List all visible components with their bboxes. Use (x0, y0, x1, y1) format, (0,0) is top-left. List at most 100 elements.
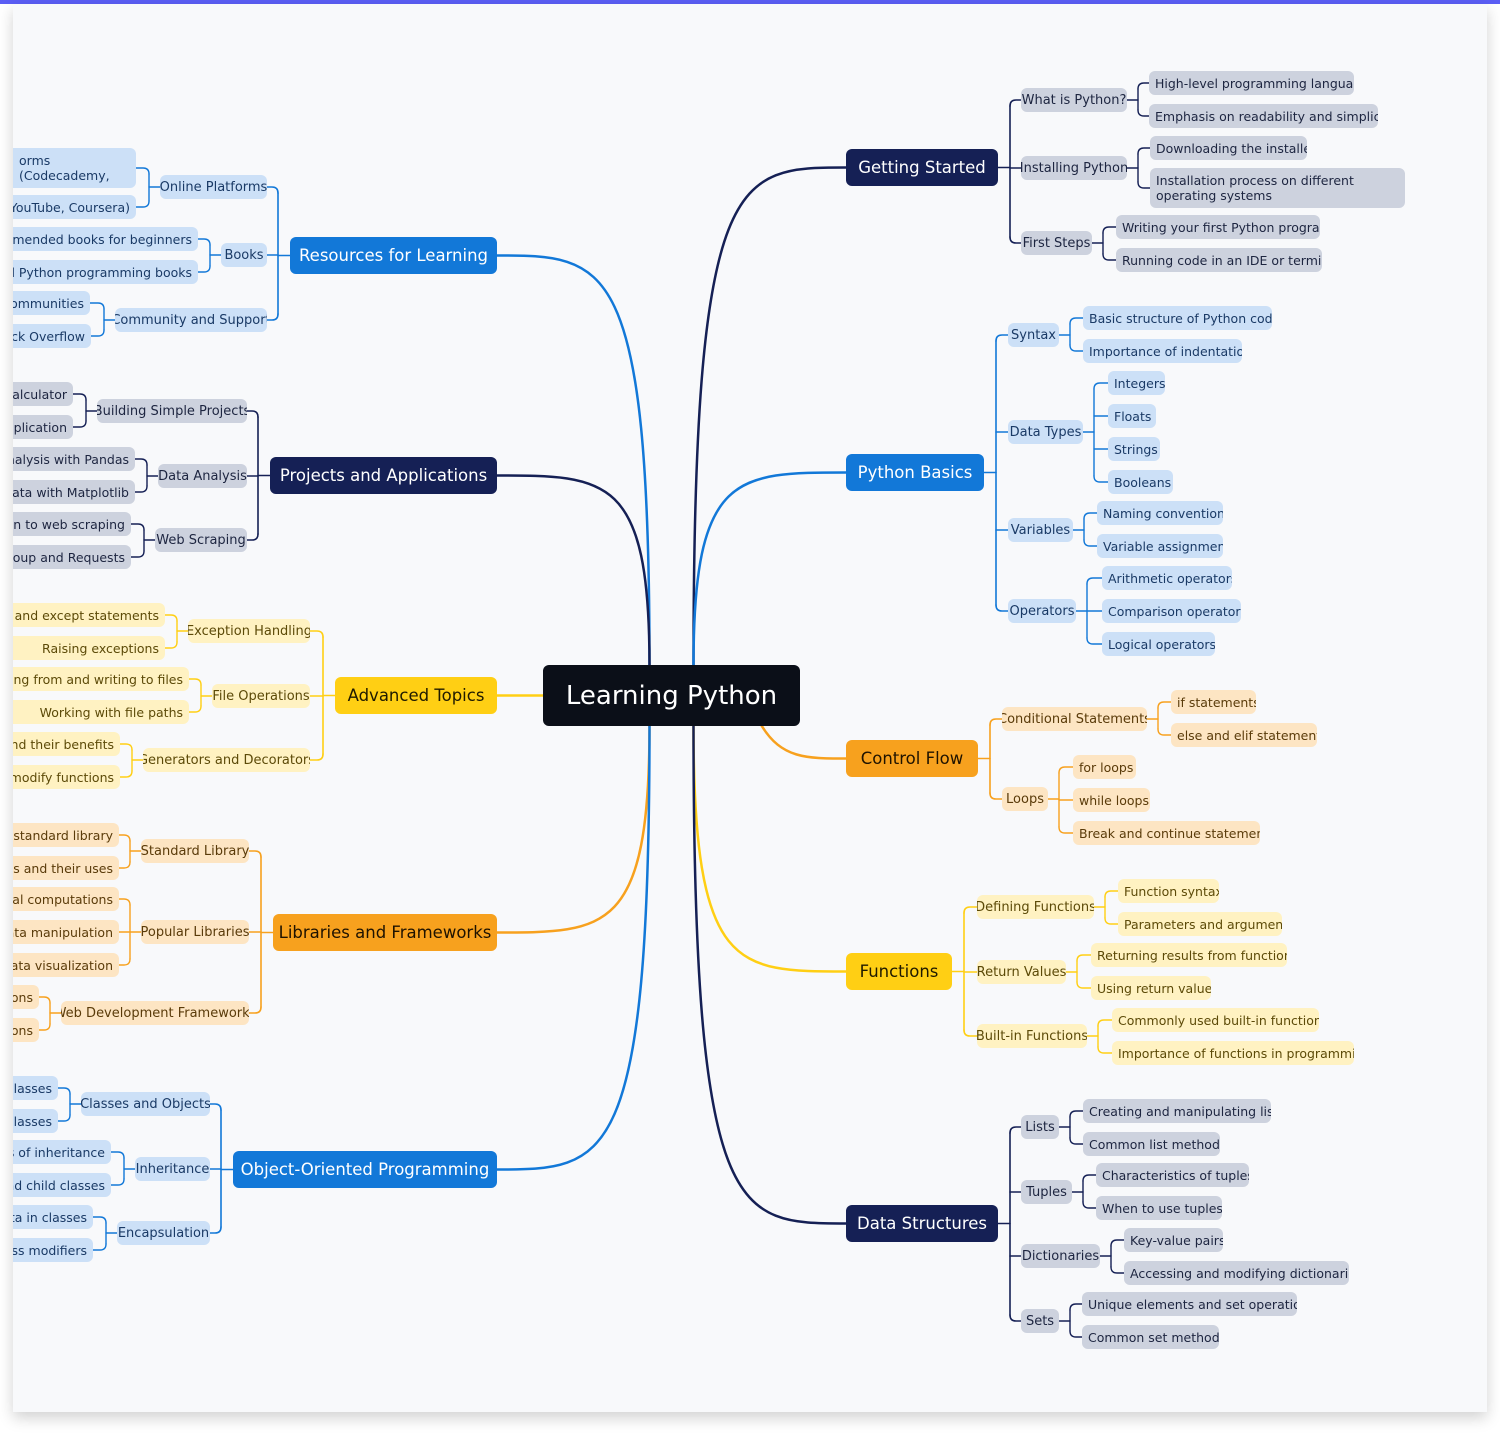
subtopic-tuples[interactable]: Tuples (1021, 1180, 1072, 1204)
branch-advanced-topics[interactable]: Advanced Topics (335, 677, 497, 714)
subtopic-installing-python[interactable]: Installing Python (1021, 156, 1127, 180)
leaf-else-and-elif-statements[interactable]: else and elif statements (1171, 723, 1317, 747)
subtopic-exception-handling[interactable]: Exception Handling (188, 619, 310, 643)
leaf-common-list-methods[interactable]: Common list methods (1083, 1132, 1220, 1156)
leaf-soup-and-requests[interactable]: Soup and Requests (13, 545, 131, 569)
leaf-classes[interactable]: classes (13, 1076, 58, 1100)
subtopic-web-scraping[interactable]: Web Scraping (155, 528, 247, 552)
subtopic-classes-and-objects[interactable]: Classes and Objects (81, 1092, 210, 1116)
leaf-writing-your-first-python-program[interactable]: Writing your first Python program (1116, 215, 1320, 239)
leaf-cal-computations[interactable]: cal computations (13, 887, 119, 911)
leaf-booleans[interactable]: Booleans (1108, 470, 1173, 494)
branch-functions[interactable]: Functions (846, 953, 952, 990)
subtopic-what-is-python[interactable]: What is Python? (1021, 88, 1127, 112)
leaf-running-code-in-an-ide-or-terminal[interactable]: Running code in an IDE or terminal (1116, 248, 1322, 272)
leaf-communities[interactable]: communities (13, 291, 90, 315)
leaf-ess-modifiers[interactable]: ess modifiers (13, 1238, 93, 1262)
branch-getting-started[interactable]: Getting Started (846, 149, 998, 186)
leaf-break-and-continue-statements[interactable]: Break and continue statements (1073, 821, 1260, 845)
leaf-variable-assignment[interactable]: Variable assignment (1097, 534, 1223, 558)
leaf-logical-operators[interactable]: Logical operators (1102, 632, 1215, 656)
subtopic-syntax[interactable]: Syntax (1008, 323, 1059, 347)
branch-libraries-and-frameworks[interactable]: Libraries and Frameworks (273, 914, 497, 951)
subtopic-inheritance[interactable]: Inheritance (135, 1157, 210, 1181)
leaf-floats[interactable]: Floats (1108, 404, 1156, 428)
leaf-returning-results-from-functions[interactable]: Returning results from functions (1091, 943, 1287, 967)
leaf-installation-process-on-different-operating-systems[interactable]: Installation process on different operat… (1150, 168, 1405, 208)
leaf-ommended-books-for-beginners[interactable]: ommended books for beginners (13, 227, 198, 251)
leaf-youtube-coursera[interactable]: (YouTube, Coursera) (13, 195, 136, 219)
leaf-unique-elements-and-set-operations[interactable]: Unique elements and set operations (1082, 1292, 1297, 1316)
leaf-ts-of-inheritance[interactable]: ts of inheritance (13, 1140, 111, 1164)
leaf-les-and-their-uses[interactable]: les and their uses (13, 856, 119, 880)
leaf-creating-and-manipulating-lists[interactable]: Creating and manipulating lists (1083, 1099, 1271, 1123)
leaf-basic-structure-of-python-code[interactable]: Basic structure of Python code (1083, 306, 1272, 330)
branch-resources-for-learning[interactable]: Resources for Learning (290, 237, 497, 274)
leaf-while-loops[interactable]: while loops (1073, 788, 1150, 812)
leaf-nd-child-classes[interactable]: nd child classes (13, 1173, 111, 1197)
branch-control-flow[interactable]: Control Flow (846, 740, 978, 777)
leaf-ced-python-programming-books[interactable]: ced Python programming books (13, 260, 198, 284)
leaf-comparison-operators[interactable]: Comparison operators (1102, 599, 1241, 623)
subtopic-sets[interactable]: Sets (1021, 1309, 1059, 1333)
mindmap-canvas[interactable]: Learning Python Getting Started What is P… (13, 4, 1487, 1412)
leaf-importance-of-functions-in-programming[interactable]: Importance of functions in programming (1112, 1041, 1354, 1065)
leaf-ons[interactable]: ons (13, 1018, 39, 1042)
subtopic-defining-functions[interactable]: Defining Functions (977, 895, 1094, 919)
leaf-for-loops[interactable]: for loops (1073, 755, 1136, 779)
leaf-parameters-and-arguments[interactable]: Parameters and arguments (1118, 912, 1282, 936)
leaf-ata-in-classes[interactable]: ata in classes (13, 1205, 93, 1229)
leaf-data-manipulation[interactable]: data manipulation (13, 920, 119, 944)
leaf-key-value-pairs[interactable]: Key-value pairs (1124, 1228, 1223, 1252)
leaf-orms-codecademy[interactable]: orms (Codecademy, (13, 148, 136, 188)
leaf-ading-from-and-writing-to-files[interactable]: ading from and writing to files (13, 667, 189, 691)
subtopic-books[interactable]: Books (221, 243, 267, 267)
leaf-pplication[interactable]: pplication (13, 415, 73, 439)
leaf-and-their-benefits[interactable]: and their benefits (13, 732, 120, 756)
leaf-n-standard-library[interactable]: n standard library (13, 823, 119, 847)
leaf-high-level-programming-language[interactable]: High-level programming language (1149, 71, 1354, 95)
root-node[interactable]: Learning Python (543, 665, 800, 726)
leaf-integers[interactable]: Integers (1108, 371, 1165, 395)
subtopic-variables[interactable]: Variables (1008, 518, 1073, 542)
subtopic-lists[interactable]: Lists (1021, 1115, 1059, 1139)
subtopic-return-values[interactable]: Return Values (977, 960, 1066, 984)
leaf-commonly-used-built-in-functions[interactable]: Commonly used built-in functions (1112, 1008, 1319, 1032)
subtopic-built-in-functions[interactable]: Built-in Functions (977, 1024, 1087, 1048)
leaf-raising-exceptions[interactable]: Raising exceptions (13, 636, 165, 660)
leaf-classes[interactable]: classes (13, 1109, 58, 1133)
leaf-arithmetic-operators[interactable]: Arithmetic operators (1102, 566, 1232, 590)
leaf-downloading-the-installer[interactable]: Downloading the installer (1150, 136, 1307, 160)
leaf-ons[interactable]: ons (13, 985, 39, 1009)
leaf-naming-conventions[interactable]: Naming conventions (1097, 501, 1223, 525)
subtopic-generators-and-decorators[interactable]: Generators and Decorators (143, 748, 310, 772)
subtopic-first-steps[interactable]: First Steps (1021, 231, 1092, 255)
branch-projects-and-applications[interactable]: Projects and Applications (270, 457, 497, 494)
leaf-characteristics-of-tuples[interactable]: Characteristics of tuples (1096, 1163, 1249, 1187)
leaf-emphasis-on-readability-and-simplicity[interactable]: Emphasis on readability and simplicity (1149, 104, 1378, 128)
subtopic-online-platforms[interactable]: Online Platforms (160, 175, 267, 199)
leaf-accessing-and-modifying-dictionaries[interactable]: Accessing and modifying dictionaries (1124, 1261, 1349, 1285)
subtopic-data-types[interactable]: Data Types (1008, 420, 1083, 444)
leaf-alculator[interactable]: alculator (13, 382, 73, 406)
leaf-function-syntax[interactable]: Function syntax (1118, 879, 1219, 903)
leaf-common-set-methods[interactable]: Common set methods (1082, 1325, 1219, 1349)
leaf-when-to-use-tuples[interactable]: When to use tuples (1096, 1196, 1222, 1220)
subtopic-dictionaries[interactable]: Dictionaries (1021, 1244, 1100, 1268)
subtopic-file-operations[interactable]: File Operations (212, 684, 310, 708)
leaf-ack-overflow[interactable]: ack Overflow (13, 324, 91, 348)
branch-python-basics[interactable]: Python Basics (846, 454, 984, 491)
leaf-if-statements[interactable]: if statements (1171, 690, 1256, 714)
subtopic-standard-library[interactable]: Standard Library (141, 839, 249, 863)
subtopic-data-analysis[interactable]: Data Analysis (158, 464, 247, 488)
subtopic-community-and-support[interactable]: Community and Support (115, 308, 267, 332)
subtopic-operators[interactable]: Operators (1008, 599, 1076, 623)
leaf-importance-of-indentation[interactable]: Importance of indentation (1083, 339, 1242, 363)
leaf-data-visualization[interactable]: data visualization (13, 953, 119, 977)
branch-data-structures[interactable]: Data Structures (846, 1205, 998, 1242)
branch-object-oriented-programming[interactable]: Object-Oriented Programming (233, 1151, 497, 1188)
subtopic-popular-libraries[interactable]: Popular Libraries (141, 920, 249, 944)
subtopic-building-simple-projects[interactable]: Building Simple Projects (97, 399, 247, 423)
leaf-ion-to-web-scraping[interactable]: ion to web scraping (13, 512, 131, 536)
leaf-strings[interactable]: Strings (1108, 437, 1160, 461)
